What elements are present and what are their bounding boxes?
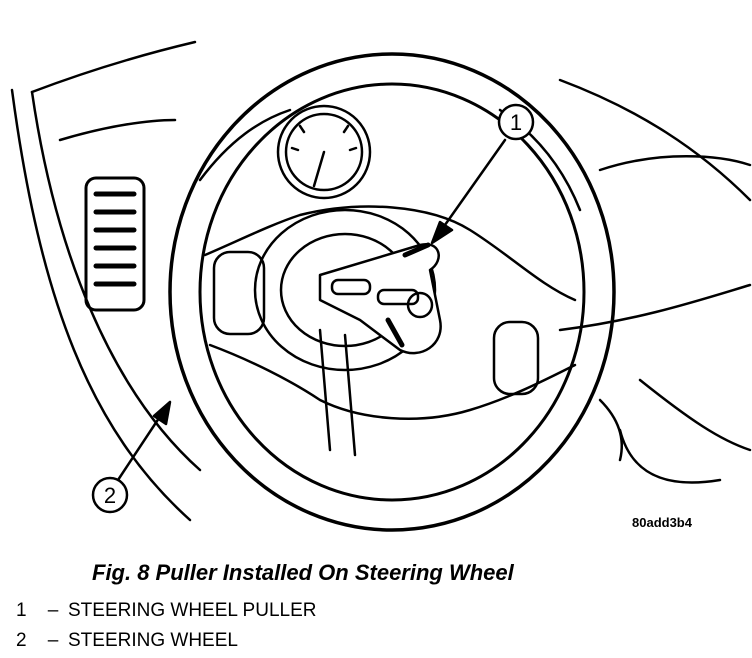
legend-number: 1 xyxy=(16,600,27,621)
callout-1: 1 xyxy=(497,103,535,141)
callout-2-number: 2 xyxy=(104,483,116,508)
callout-1-number: 1 xyxy=(510,110,522,135)
legend-label: STEERING WHEEL PULLER xyxy=(68,600,317,621)
legend-separator: – xyxy=(47,630,59,651)
legend-number: 2 xyxy=(16,630,27,651)
callout-2: 2 xyxy=(91,476,129,514)
leader-arrow-2 xyxy=(116,400,172,482)
figure-caption: Fig. 8 Puller Installed On Steering Whee… xyxy=(92,560,514,585)
leader-arrow-1 xyxy=(430,138,507,245)
figure-reference-code: 80add3b4 xyxy=(632,515,692,530)
legend-item: 2–STEERING WHEEL xyxy=(16,630,238,652)
steering-wheel-illustration: 1 2 xyxy=(10,40,752,532)
gauge-cluster xyxy=(276,104,372,200)
legend-item: 1–STEERING WHEEL PULLER xyxy=(16,600,316,622)
air-vent xyxy=(84,176,146,312)
legend-label: STEERING WHEEL xyxy=(68,630,238,651)
steering-wheel-puller xyxy=(318,242,442,457)
legend-separator: – xyxy=(47,600,59,621)
